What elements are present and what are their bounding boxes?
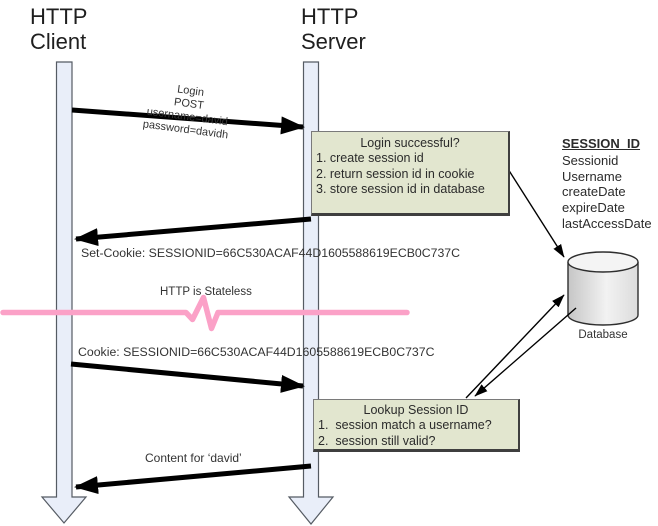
lookup-note-item-2: 2. session still valid? xyxy=(318,433,436,448)
session-field-lastaccessdate: lastAccessDate xyxy=(562,215,652,231)
client-actor-label: HTTP Client xyxy=(30,4,88,54)
database-to-lookupbox-arrow xyxy=(474,307,577,397)
lookup-session-note: Lookup Session ID 1. session match a use… xyxy=(313,399,520,452)
login-note-title: Login successful? xyxy=(360,136,460,150)
database-label: Database xyxy=(578,329,628,341)
stateless-label: HTTP is Stateless xyxy=(160,286,252,298)
session-field-expiredate: expireDate xyxy=(562,200,625,216)
login-successful-note: Login successful? 1. create session id 2… xyxy=(311,131,510,216)
lookup-note-title: Lookup Session ID xyxy=(363,403,469,417)
login-note-item-1: 1. create session id xyxy=(316,151,424,166)
session-field-sessionid: Sessionid xyxy=(562,152,619,168)
loginbox-to-database-arrow xyxy=(507,168,565,258)
database-icon xyxy=(567,251,639,326)
login-note-item-2: 2. return session id in cookie xyxy=(316,166,475,181)
session-field-username: Username xyxy=(562,168,622,184)
server-actor-label: HTTP Server xyxy=(301,4,366,54)
session-field-createdate: createDate xyxy=(562,184,626,200)
set-cookie-response-arrow xyxy=(74,216,312,247)
content-response-arrow xyxy=(74,463,312,495)
lookup-note-item-1: 1. session match a username? xyxy=(318,418,492,433)
set-cookie-label: Set-Cookie: SESSIONID=66C530ACAF44D16055… xyxy=(81,246,461,260)
content-label: Content for ‘david’ xyxy=(145,451,242,465)
cookie-label: Cookie: SESSIONID=66C530ACAF44D160558861… xyxy=(78,345,435,359)
login-request-arrow xyxy=(71,107,305,135)
session-table-title: SESSION_ID xyxy=(562,136,641,151)
cookie-request-arrow xyxy=(70,361,305,393)
client-lifeline xyxy=(40,61,88,524)
login-note-item-3: 3. store session id in database xyxy=(316,181,485,196)
stateless-divider-line xyxy=(0,294,410,332)
session-table: SESSION_ID Sessionid Username createDate… xyxy=(562,136,652,232)
lookupbox-to-database-arrow xyxy=(465,294,565,399)
